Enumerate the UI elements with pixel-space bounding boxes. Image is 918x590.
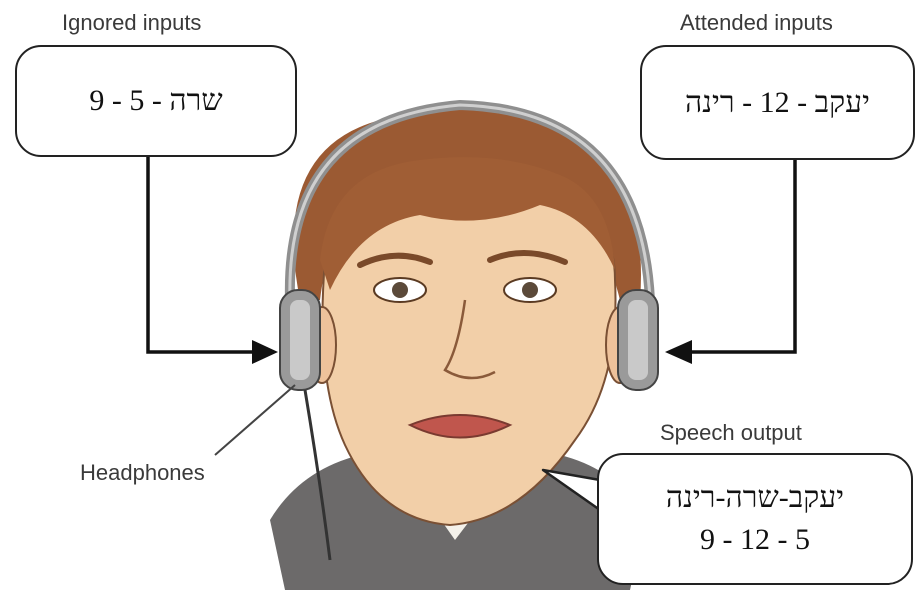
speech-output-line1: יעקב-שרה-רינה	[665, 481, 845, 514]
attended-arrow-line	[688, 160, 797, 354]
speech-output-label: Speech output	[660, 420, 802, 445]
attended-inputs-text: יעקב - 12 - רינה	[685, 85, 870, 119]
ignored-inputs-label: Ignored inputs	[62, 10, 202, 35]
right-eyebrow	[487, 249, 568, 265]
attended-inputs-box: יעקב - 12 - רינה	[640, 45, 915, 160]
mouth	[407, 414, 513, 439]
speech-output-bubble: יעקב-שרה-רינה 9 - 12 - 5	[597, 453, 913, 585]
headphones-pointer	[214, 384, 296, 456]
headphones-label: Headphones	[80, 460, 205, 485]
attended-arrowhead	[665, 340, 692, 364]
ignored-inputs-text: 9 - שרה - 5	[89, 84, 223, 117]
headphone-cable	[303, 389, 332, 561]
ignored-inputs-box: 9 - שרה - 5	[15, 45, 297, 157]
speech-bubble-tail	[541, 468, 601, 512]
hair-fringe	[320, 157, 615, 290]
attended-inputs-label: Attended inputs	[680, 10, 833, 35]
left-eyebrow	[357, 252, 433, 268]
hair	[293, 109, 641, 300]
nose	[443, 299, 496, 380]
speech-output-line2: 9 - 12 - 5	[700, 523, 810, 556]
ignored-arrow-line	[146, 155, 258, 354]
ignored-arrowhead	[252, 340, 278, 364]
